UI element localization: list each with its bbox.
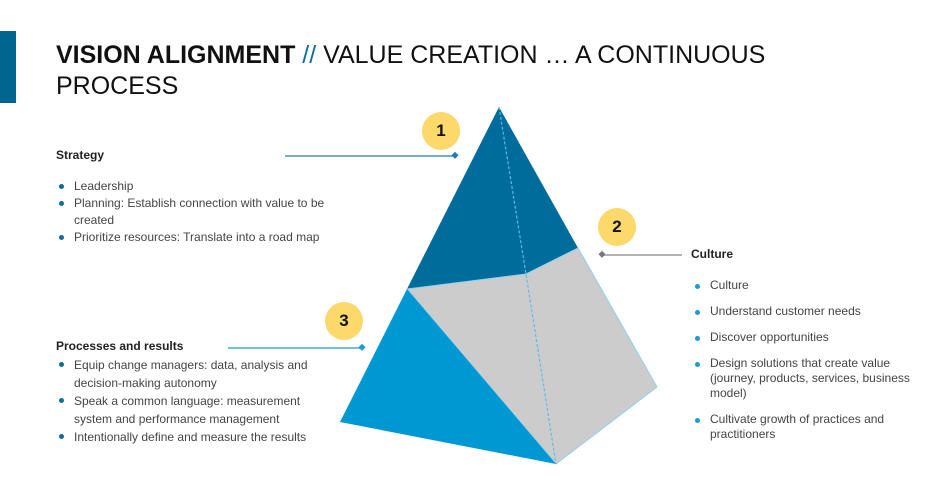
- list-item: Culture: [692, 278, 932, 293]
- marker-2: 2: [598, 208, 636, 246]
- accent-bar: [0, 31, 16, 103]
- hidden-edge: [498, 106, 557, 465]
- marker-3: 3: [325, 302, 363, 340]
- list-item: Understand customer needs: [692, 304, 932, 319]
- pyramid-face-culture: [406, 247, 658, 465]
- list-item: Intentionally define and measure the res…: [56, 428, 326, 446]
- list-item: Speak a common language: measurement sys…: [56, 392, 326, 428]
- culture-heading: Culture: [691, 247, 733, 261]
- list-item: Prioritize resources: Translate into a r…: [56, 229, 366, 246]
- list-item: Leadership: [56, 178, 366, 195]
- pyramid-face-processes: [340, 289, 556, 464]
- processes-heading: Processes and results: [56, 339, 184, 353]
- list-item: Equip change managers: data, analysis an…: [56, 356, 326, 392]
- page-title: VISION ALIGNMENT // VALUE CREATION … A C…: [56, 41, 766, 100]
- list-item: Cultivate growth of practices and practi…: [692, 412, 932, 442]
- list-item: Discover opportunities: [692, 330, 932, 345]
- culture-list: Culture Understand customer needs Discov…: [692, 278, 932, 453]
- list-item: Planning: Establish connection with valu…: [56, 195, 366, 229]
- marker-1: 1: [422, 112, 460, 150]
- list-item: Design solutions that create value (jour…: [692, 356, 932, 401]
- strategy-list: Leadership Planning: Establish connectio…: [56, 178, 366, 246]
- processes-list: Equip change managers: data, analysis an…: [56, 356, 326, 446]
- strategy-heading: Strategy: [56, 148, 105, 162]
- pyramid-top-strategy: [407, 107, 578, 289]
